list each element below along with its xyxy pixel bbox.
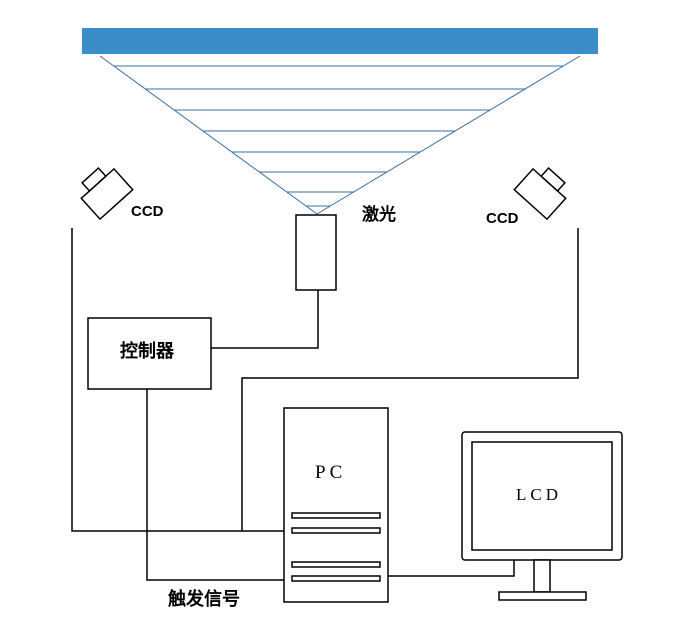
pc-tower-icon: [283, 407, 389, 603]
trigger-signal-label: 触发信号: [168, 588, 240, 609]
ccd-right-label: CCD: [486, 210, 519, 227]
wire-pc-lcd: [380, 560, 515, 577]
laser-fan-edge: [316, 55, 581, 215]
connection-wires: [71, 228, 579, 581]
pc-slot: [291, 561, 381, 568]
laser-label: 激光: [362, 204, 396, 224]
pc-slot: [291, 527, 381, 534]
laser-emitter-icon: [295, 214, 337, 291]
monitor-icon: [461, 431, 623, 601]
laser-fan: [99, 55, 581, 215]
pc-slot: [291, 575, 381, 582]
pc-label: PC: [315, 462, 346, 483]
wire-laser-controller: [211, 290, 319, 349]
wire-left-ccd-pc: [71, 228, 292, 532]
wire-controller-trigger: [146, 389, 292, 581]
wire-right-ccd-pc: [241, 228, 579, 531]
monitor-stand: [533, 559, 551, 593]
lcd-label: LCD: [516, 485, 562, 504]
projection-screen: [82, 28, 598, 54]
laser-fan-edge: [99, 55, 318, 215]
pc-slot: [291, 512, 381, 519]
monitor-base: [498, 591, 587, 601]
ccd-camera-right-icon: [513, 167, 567, 221]
controller-box: [87, 317, 212, 390]
ccd-camera-left-icon: [80, 167, 134, 221]
ccd-left-label: CCD: [131, 203, 164, 220]
controller-label: 控制器: [120, 340, 175, 361]
monitor-screen: [471, 441, 613, 551]
